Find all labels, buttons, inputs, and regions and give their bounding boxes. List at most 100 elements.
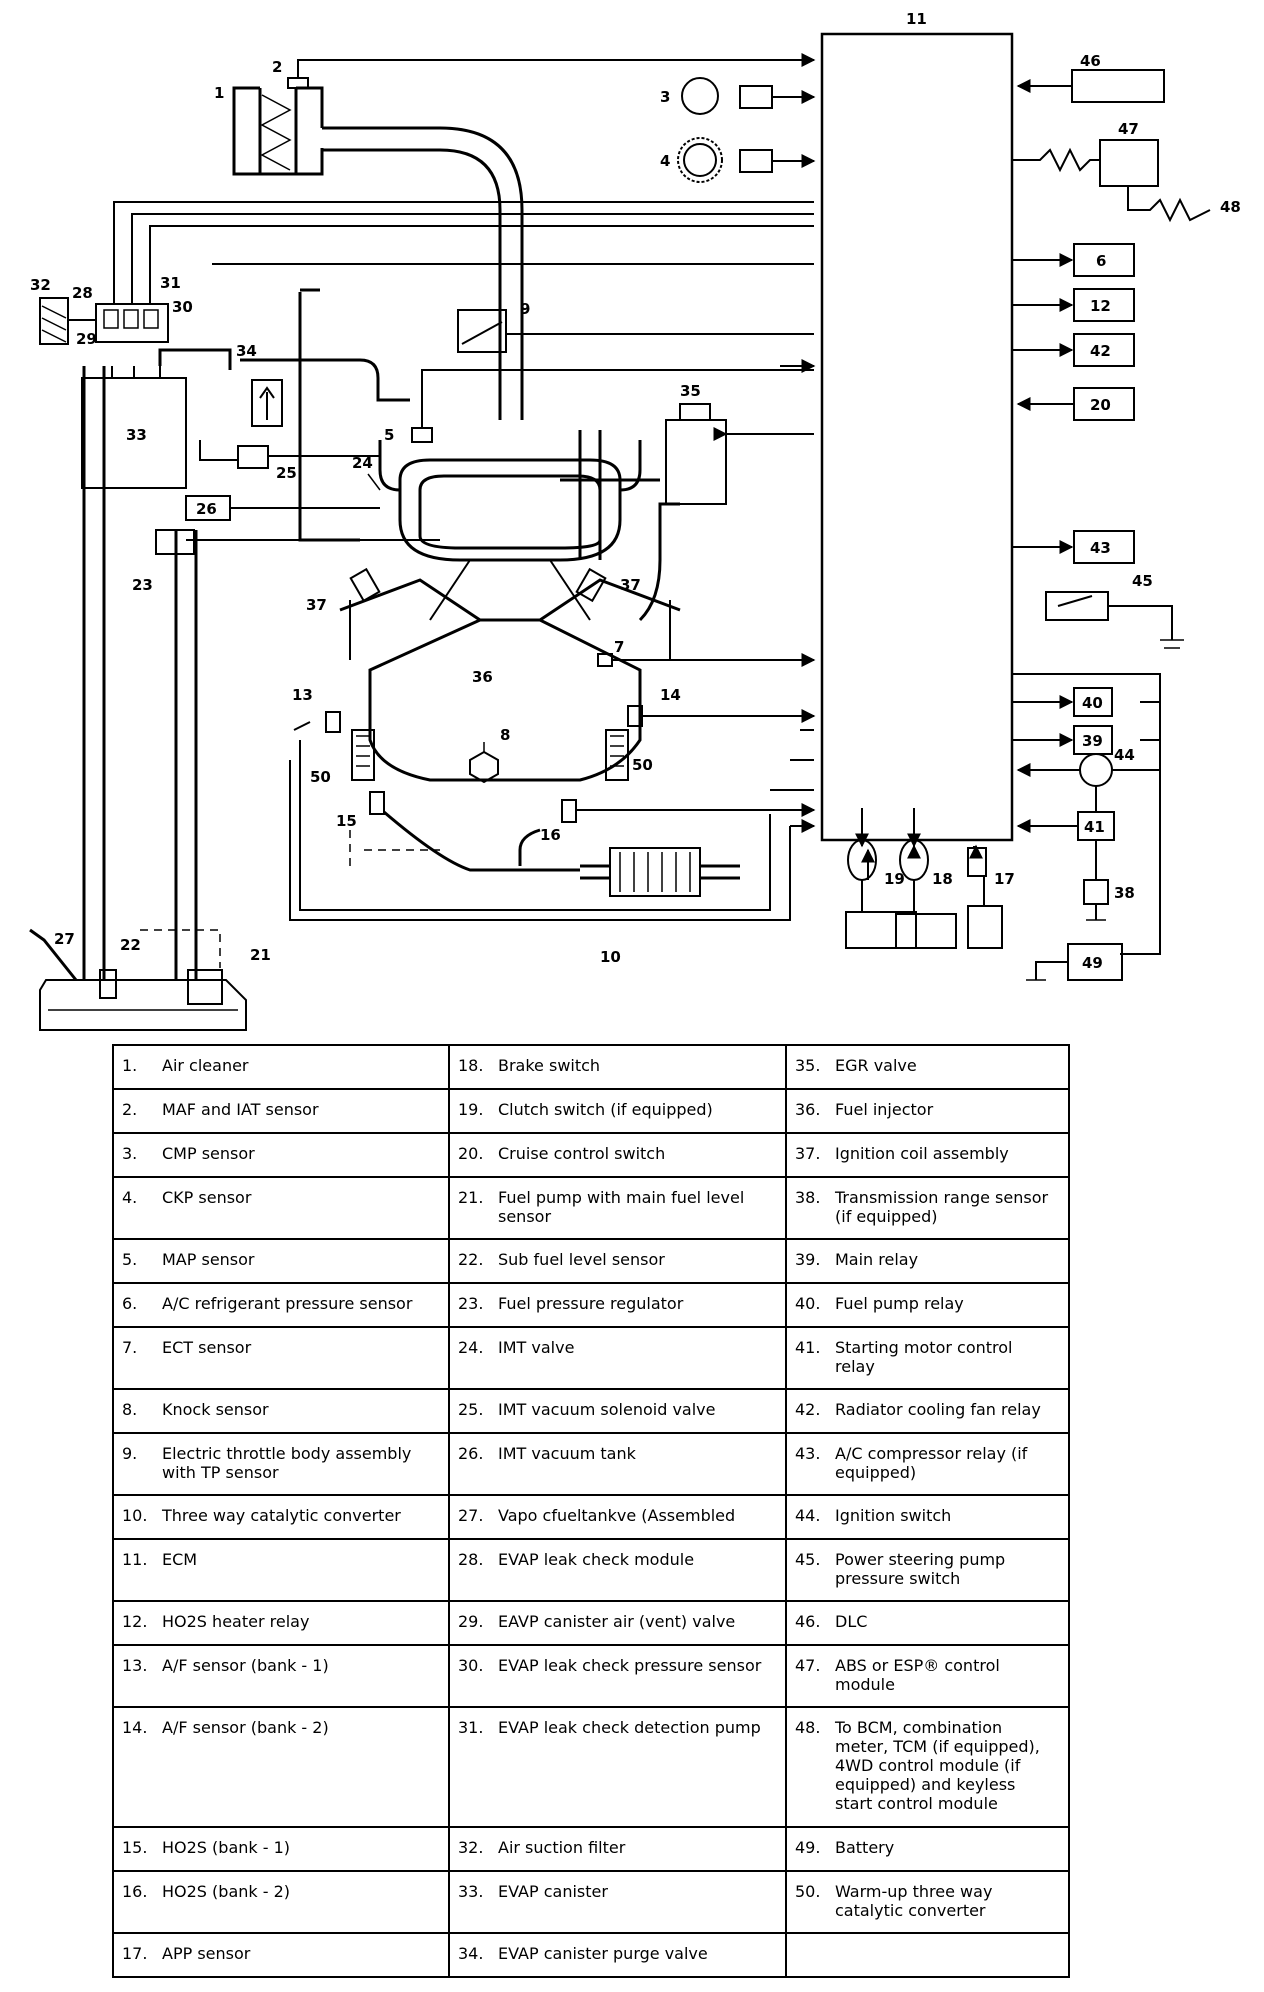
app-sensor	[967, 847, 1003, 949]
callout-17: 17	[994, 870, 1015, 888]
legend-label: CMP sensor	[162, 1144, 255, 1163]
legend-cell: 33. EVAP canister	[448, 1870, 787, 1934]
legend-label: Three way catalytic converter	[162, 1506, 401, 1525]
callout-50-left: 50	[310, 768, 331, 786]
evap-signal-wires	[113, 201, 814, 304]
legend-number: 5.	[122, 1250, 138, 1269]
legend-label: Cruise control switch	[498, 1144, 666, 1163]
callout-48: 48	[1220, 198, 1241, 216]
legend-number: 28.	[458, 1550, 484, 1569]
canister-purge-line	[158, 348, 410, 402]
legend-cell: 14.A/F sensor (bank - 2)	[112, 1706, 450, 1828]
legend-cell: 49.Battery	[785, 1826, 1070, 1872]
legend-cell: 39.Main relay	[785, 1238, 1070, 1284]
legend-number: 41.	[795, 1338, 821, 1357]
callout-46: 46	[1080, 52, 1101, 70]
legend-number: 14.	[122, 1718, 148, 1737]
egr-valve	[560, 403, 814, 622]
ect-sensor	[597, 653, 816, 667]
legend-cell: 40.Fuel pump relay	[785, 1282, 1070, 1328]
legend-row: 14.A/F sensor (bank - 2)31.EVAP leak che…	[112, 1706, 1070, 1828]
imt-lines	[186, 440, 440, 541]
callout-44: 44	[1114, 746, 1135, 764]
legend-cell: 16.HO2S (bank - 2)	[112, 1870, 450, 1934]
legend-cell: 38.Transmission range sensor (if equippe…	[785, 1176, 1070, 1240]
legend-cell: 1.Air cleaner	[112, 1044, 450, 1090]
legend-label: APP sensor	[162, 1944, 251, 1963]
legend-label: Air suction filter	[498, 1838, 626, 1857]
legend-number: 18.	[458, 1056, 484, 1075]
legend-cell: 17.APP sensor	[112, 1932, 450, 1978]
ho2s-heater-relay-box	[1012, 288, 1135, 322]
evap-canister	[81, 366, 187, 489]
callout-10: 10	[600, 948, 621, 966]
legend-cell: 2.MAF and IAT sensor	[112, 1088, 450, 1134]
legend-cell: 48.To BCM, combination meter, TCM (if eq…	[785, 1706, 1070, 1828]
callout-11: 11	[906, 10, 927, 28]
callout-2: 2	[272, 58, 282, 76]
legend-number: 21.	[458, 1188, 484, 1207]
legend-label: DLC	[835, 1612, 868, 1631]
callout-1: 1	[214, 84, 224, 102]
fuel-pump-relay-box	[1012, 687, 1113, 717]
legend-number: 42.	[795, 1400, 821, 1419]
callout-5: 5	[384, 426, 394, 444]
legend-number: 11.	[122, 1550, 148, 1569]
legend-number: 33.	[458, 1882, 484, 1901]
callout-23: 23	[132, 576, 153, 594]
legend-cell: 9.Electric throttle body assembly with T…	[112, 1432, 450, 1496]
legend-label: Main relay	[835, 1250, 919, 1269]
legend-label: Power steering pump pressure switch	[835, 1550, 1006, 1588]
callout-32: 32	[30, 276, 51, 294]
legend-cell: 13.A/F sensor (bank - 1)	[112, 1644, 450, 1708]
callout-42: 42	[1090, 342, 1111, 360]
legend-cell: 47.ABS or ESP® control module	[785, 1644, 1070, 1708]
legend-label: EVAP leak check pressure sensor	[498, 1656, 762, 1675]
air-cleaner	[232, 86, 324, 176]
engine-block	[339, 578, 681, 782]
legend-row: 13.A/F sensor (bank - 1) 30. EVAP leak che…	[112, 1644, 1070, 1708]
legend-number: 46.	[795, 1612, 821, 1631]
legend-label: ECM	[162, 1550, 198, 1569]
warm-up-catalysts	[351, 729, 629, 781]
legend-number: 15.	[122, 1838, 148, 1857]
legend-number: 44.	[795, 1506, 821, 1525]
legend-cell: 35.EGR valve	[785, 1044, 1070, 1090]
callout-33: 33	[126, 426, 147, 444]
legend-number: 22.	[458, 1250, 484, 1269]
legend-label: To BCM, combination meter, TCM (if equip…	[835, 1718, 1040, 1813]
legend-label: Ignition switch	[835, 1506, 952, 1525]
legend-label: EVAP canister	[498, 1882, 608, 1901]
callout-9: 9	[520, 300, 530, 318]
legend-cell: 44. Ignition switch	[785, 1494, 1070, 1540]
legend-cell: 34.EVAP canister purge valve	[448, 1932, 787, 1978]
legend-label: EGR valve	[835, 1056, 917, 1075]
legend-label: Starting motor control relay	[835, 1338, 1013, 1376]
legend-cell: 8.Knock sensor	[112, 1388, 450, 1434]
legend-cell: 36.Fuel injector	[785, 1088, 1070, 1134]
map-sensor	[411, 369, 814, 443]
brake-switch	[895, 839, 957, 949]
legend-label: A/F sensor (bank - 1)	[162, 1656, 329, 1675]
callout-37-left: 37	[306, 596, 327, 614]
legend-cell: 45.Power steering pump pressure switch	[785, 1538, 1070, 1602]
legend-number: 30.	[458, 1656, 484, 1675]
legend-cell: 43.A/C compressor relay (if equipped)	[785, 1432, 1070, 1496]
legend-number: 10.	[122, 1506, 148, 1525]
ho2s-bank1	[349, 791, 440, 870]
callout-4: 4	[660, 152, 670, 170]
callout-34: 34	[236, 342, 257, 360]
af-sensor-bank2	[627, 705, 816, 727]
callout-35: 35	[680, 382, 701, 400]
ps-pressure-switch	[1045, 591, 1184, 649]
legend-label: HO2S (bank - 2)	[162, 1882, 291, 1901]
ignition-switch	[1016, 753, 1160, 787]
legend-number: 29.	[458, 1612, 484, 1631]
callout-15: 15	[336, 812, 357, 830]
ckp-sensor	[677, 137, 816, 183]
